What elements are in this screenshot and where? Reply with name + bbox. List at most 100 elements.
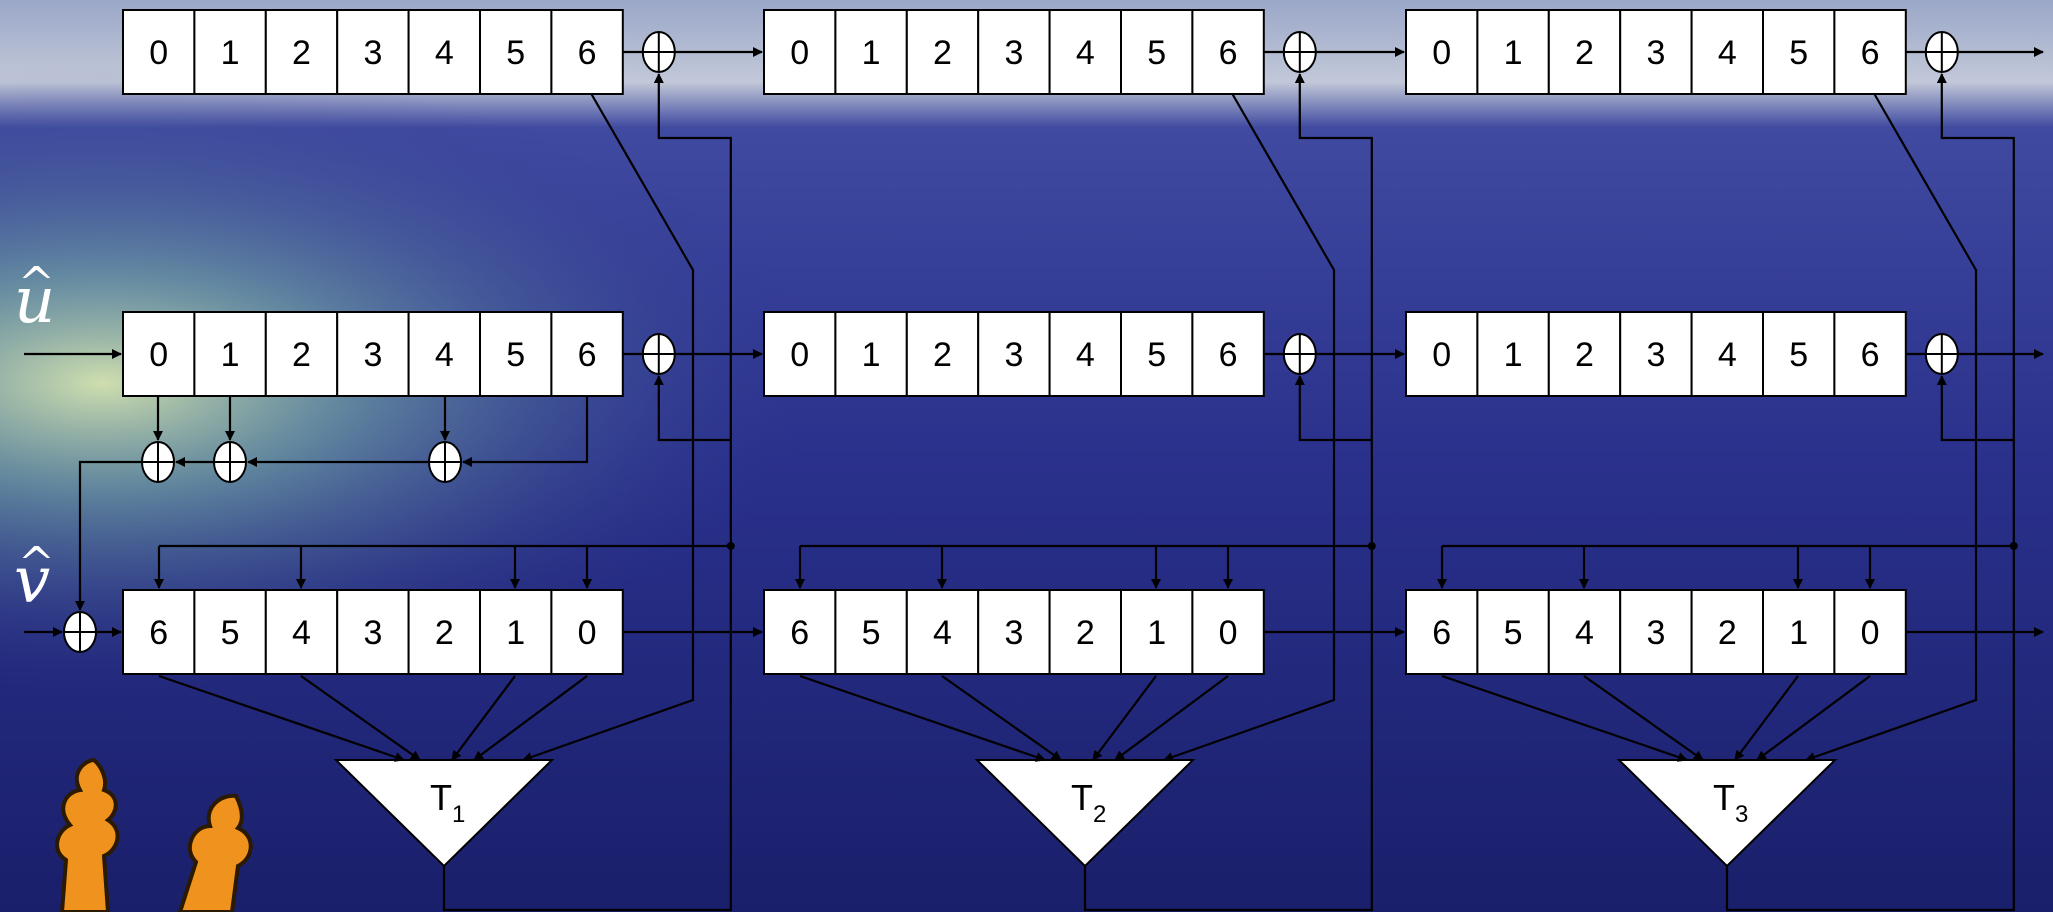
bottom-register-cell-label: 0 — [1861, 614, 1880, 652]
mid-register-cell: 1 — [835, 312, 906, 396]
bottom-register-cell-label: 4 — [933, 614, 952, 652]
t-input-wire — [1584, 676, 1703, 760]
mid-register-cell-label: 6 — [578, 336, 597, 374]
bottom-register-cell: 4 — [266, 590, 337, 674]
top-xor-icon — [643, 32, 675, 72]
bottom-register-cell: 5 — [194, 590, 265, 674]
top-register-cell-label: 5 — [1789, 34, 1808, 72]
input-v-xor-icon — [64, 612, 96, 652]
mid-register-cell: 5 — [480, 312, 551, 396]
mid-register-cell-label: 4 — [1076, 336, 1095, 374]
top-register-cell-label: 0 — [1432, 34, 1451, 72]
top-register-cell-label: 3 — [363, 34, 382, 72]
top-register-cell: 2 — [907, 10, 978, 94]
mid-register-cell-label: 3 — [363, 336, 382, 374]
mid-register-cell: 3 — [978, 312, 1049, 396]
input-u: u ^ — [14, 258, 55, 338]
t-input-wire — [1442, 676, 1687, 760]
t-box-label: T — [430, 777, 452, 818]
top-register-cell: 5 — [480, 10, 551, 94]
bottom-register-cell-label: 3 — [363, 614, 382, 652]
bottom-register-cell: 3 — [978, 590, 1049, 674]
top-register-cell: 5 — [1121, 10, 1192, 94]
mid-register-cell-label: 3 — [1004, 336, 1023, 374]
mid-register-cell: 0 — [1406, 312, 1477, 396]
mid-register-cell-label: 1 — [1504, 336, 1523, 374]
bottom-register-cell-label: 6 — [790, 614, 809, 652]
mid-xor-icon — [1284, 334, 1316, 374]
mid-register-cell: 5 — [1763, 312, 1834, 396]
mid-register-cell-label: 5 — [1147, 336, 1166, 374]
bottom-register-cell-label: 6 — [149, 614, 168, 652]
bottom-register-cell: 3 — [337, 590, 408, 674]
top-register-cell: 3 — [337, 10, 408, 94]
mid-tap-xor-icon — [429, 442, 461, 482]
top-register-cell: 6 — [551, 10, 622, 94]
bottom-register-cell-label: 5 — [221, 614, 240, 652]
mid-register-cell: 1 — [1477, 312, 1548, 396]
mid-register-cell-label: 2 — [1575, 336, 1594, 374]
top-register-cell-label: 5 — [1147, 34, 1166, 72]
top-register: 0123456 — [1406, 10, 1906, 94]
orange-plant-icon — [57, 760, 251, 912]
bottom-register-cell-label: 2 — [1076, 614, 1095, 652]
mid-register: 0123456 — [123, 312, 623, 396]
bottom-register-cell: 4 — [907, 590, 978, 674]
bottom-register-cell: 5 — [835, 590, 906, 674]
top-xor-icon — [1284, 32, 1316, 72]
t-input-wire — [1093, 676, 1156, 760]
bottom-register-cell: 6 — [1406, 590, 1477, 674]
bottom-register-cell: 2 — [409, 590, 480, 674]
mid-register-cell: 1 — [194, 312, 265, 396]
bottom-register-cell-label: 2 — [1718, 614, 1737, 652]
t-box-subscript: 3 — [1735, 801, 1748, 828]
mid-register-cell: 3 — [337, 312, 408, 396]
bottom-register-cell-label: 3 — [1004, 614, 1023, 652]
t-box: T3 — [1619, 760, 1835, 866]
bottom-register-cell: 6 — [764, 590, 835, 674]
top-register-cell: 3 — [978, 10, 1049, 94]
bottom-register-cell-label: 3 — [1646, 614, 1665, 652]
mid-register-cell-label: 3 — [1646, 336, 1665, 374]
bottom-register-cell-label: 4 — [292, 614, 311, 652]
top-xor-icon — [1926, 32, 1958, 72]
t-input-wire — [474, 676, 587, 760]
top-register-cell-label: 4 — [1718, 34, 1737, 72]
mid-register-cell-label: 4 — [1718, 336, 1737, 374]
top-register-cell: 1 — [1477, 10, 1548, 94]
bottom-register-cell-label: 0 — [1219, 614, 1238, 652]
top-register-cell: 0 — [764, 10, 835, 94]
t-box-label: T — [1071, 777, 1093, 818]
top-register: 0123456 — [123, 10, 623, 94]
mid-register: 0123456 — [764, 312, 1264, 396]
mid-feedback-wire — [1300, 376, 1372, 440]
bottom-register-cell: 1 — [480, 590, 551, 674]
mid-register-cell: 5 — [1121, 312, 1192, 396]
bottom-register-cell-label: 0 — [578, 614, 597, 652]
input-u-hat: ^ — [18, 258, 55, 309]
bottom-register-cell: 4 — [1549, 590, 1620, 674]
t-input-wire — [452, 676, 515, 760]
mid-register-cell: 4 — [1692, 312, 1763, 396]
t-box-label: T — [1713, 777, 1735, 818]
top-register-cell-label: 0 — [790, 34, 809, 72]
top-register-cell: 1 — [835, 10, 906, 94]
mid-register-cell-label: 0 — [1432, 336, 1451, 374]
top-register-cell-label: 4 — [435, 34, 454, 72]
top-register-cell-label: 1 — [862, 34, 881, 72]
top-register-cell-label: 3 — [1004, 34, 1023, 72]
top-register-cell-label: 1 — [1504, 34, 1523, 72]
bottom-register-cell: 2 — [1692, 590, 1763, 674]
bottom-register-cell: 6 — [123, 590, 194, 674]
mid-register-cell: 2 — [266, 312, 337, 396]
mid-register-cell: 6 — [1834, 312, 1905, 396]
bottom-register-cell: 0 — [551, 590, 622, 674]
mid-register-cell-label: 2 — [933, 336, 952, 374]
bottom-register-cell: 0 — [1192, 590, 1263, 674]
t-input-wire — [800, 676, 1045, 760]
mid-register-cell-label: 0 — [149, 336, 168, 374]
mid-register-cell: 0 — [764, 312, 835, 396]
top-register-cell-label: 3 — [1646, 34, 1665, 72]
